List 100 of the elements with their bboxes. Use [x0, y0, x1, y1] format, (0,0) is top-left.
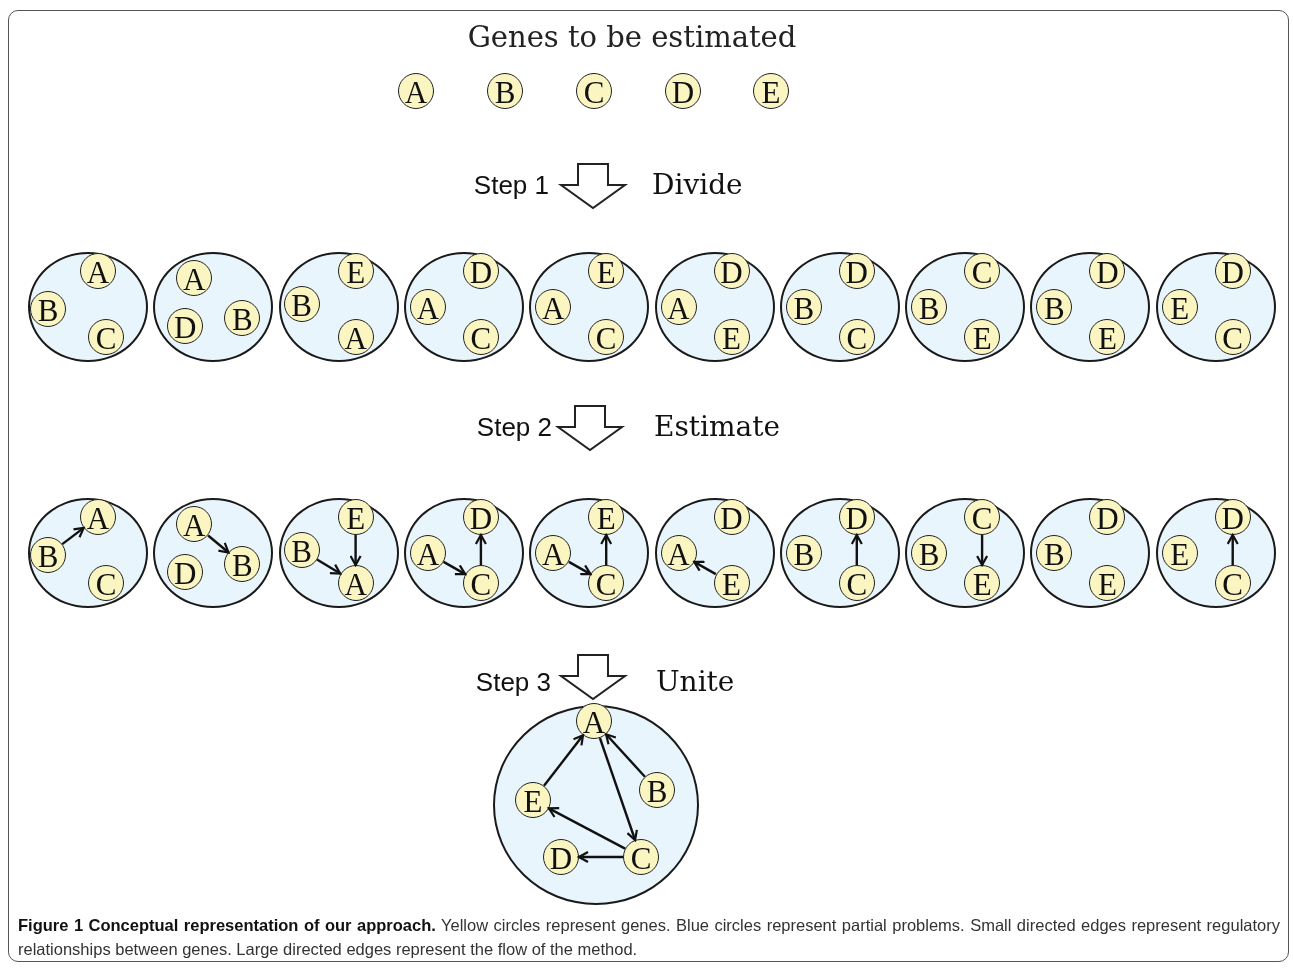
gene-circle: [838, 253, 875, 289]
gene-circle: [487, 73, 523, 109]
regulation-arrow: [316, 558, 342, 575]
method-label: Estimate: [654, 413, 782, 441]
gene-label: C: [971, 502, 993, 534]
regulation-arrow: [543, 734, 585, 787]
gene-circle: [1089, 499, 1126, 535]
gene-circle: [588, 565, 625, 601]
gene-circle: [176, 260, 213, 296]
gene-circle: [964, 253, 1001, 289]
diagram-title: Genes to be estimated: [466, 20, 798, 55]
gene-label: A: [86, 502, 110, 534]
gene-circle: [224, 546, 261, 582]
gene-circle: [1036, 289, 1073, 325]
gene-circle: [337, 319, 374, 355]
gene-label: D: [1096, 256, 1119, 288]
gene-circle: [753, 73, 789, 109]
gene-circle: [398, 73, 434, 109]
regulation-arrow: [349, 535, 362, 567]
gene-label: D: [720, 502, 743, 534]
gene-circle: [88, 565, 124, 601]
gene-circle: [1036, 535, 1073, 571]
gene-label: A: [344, 568, 367, 600]
regulation-arrow: [568, 560, 592, 576]
gene-label: B: [918, 292, 940, 324]
gene-circle: [337, 565, 374, 601]
gene-label: E: [1097, 322, 1117, 354]
gene-circle: [1214, 319, 1251, 355]
gene-circle: [462, 319, 499, 355]
gene-label: B: [231, 303, 253, 335]
gene-circle: [1089, 319, 1126, 355]
gene-circle: [337, 253, 374, 289]
gene-circle: [1089, 565, 1126, 601]
gene-label: A: [542, 538, 565, 570]
gene-label: D: [174, 311, 197, 343]
gene-circle: [713, 253, 750, 289]
gene-label: A: [667, 538, 690, 570]
gene-label: C: [470, 322, 492, 354]
step-label: Step 3: [474, 669, 551, 695]
gene-circle: [30, 537, 66, 573]
gene-label: D: [1096, 502, 1119, 534]
gene-label: D: [469, 256, 493, 288]
gene-label: A: [404, 76, 428, 108]
gene-circle: [88, 319, 124, 355]
gene-label: C: [595, 568, 617, 600]
gene-circle: [1214, 499, 1251, 535]
gene-circle: [964, 499, 1001, 535]
regulation-arrow: [207, 534, 230, 554]
gene-label: E: [346, 502, 366, 534]
gene-circle: [409, 289, 446, 325]
gene-circle: [337, 499, 374, 535]
gene-circle: [283, 532, 320, 568]
regulation-arrow: [693, 560, 717, 576]
gene-label: C: [1222, 322, 1244, 354]
gene-circle: [409, 535, 446, 571]
gene-circle: [785, 535, 822, 571]
gene-circle: [911, 289, 948, 325]
figure-caption: Figure 1 Conceptual representation of our approach. Yellow circles represent genes. Blue circles represent partial problems. Small directed edges represent regulatory relationships between genes. Large directed edges represent the flow of the method.: [18, 915, 1280, 960]
gene-label: E: [722, 322, 741, 354]
regulation-arrow: [600, 533, 613, 565]
gene-circle: [167, 308, 204, 344]
gene-circle: [462, 253, 499, 289]
method-label: Divide: [652, 171, 744, 199]
gene-label: C: [1222, 568, 1244, 600]
regulation-arrow: [976, 535, 989, 567]
regulation-arrow: [474, 533, 487, 565]
regulation-arrow: [61, 526, 85, 546]
gene-label: A: [416, 292, 440, 324]
gene-label: B: [918, 538, 940, 570]
gene-label: A: [183, 509, 206, 541]
gene-label: D: [469, 502, 493, 534]
gene-label: C: [971, 256, 993, 288]
gene-circle: [588, 499, 625, 535]
gene-label: C: [595, 322, 617, 354]
gene-label: E: [761, 76, 781, 108]
gene-label: C: [470, 568, 492, 600]
gene-circle: [283, 286, 320, 322]
regulation-arrow: [547, 807, 626, 850]
gene-circle: [462, 565, 499, 601]
regulation-arrow: [850, 533, 863, 565]
gene-label: D: [1221, 502, 1244, 534]
gene-circle: [660, 289, 697, 325]
gene-label: A: [416, 538, 440, 570]
gene-circle: [1161, 535, 1198, 571]
gene-label: E: [722, 568, 741, 600]
gene-label: D: [845, 502, 868, 534]
gene-circle: [660, 535, 697, 571]
gene-circle: [838, 565, 875, 601]
gene-label: D: [845, 256, 868, 288]
gene-label: D: [720, 256, 743, 288]
gene-circle: [713, 319, 750, 355]
gene-label: E: [1097, 568, 1117, 600]
gene-circle: [1214, 565, 1251, 601]
gene-label: D: [174, 557, 197, 589]
gene-circle: [964, 565, 1001, 601]
gene-label: E: [972, 568, 992, 600]
gene-label: E: [346, 256, 366, 288]
gene-circle: [713, 499, 750, 535]
gene-circle: [543, 839, 579, 875]
gene-circle: [665, 73, 701, 109]
